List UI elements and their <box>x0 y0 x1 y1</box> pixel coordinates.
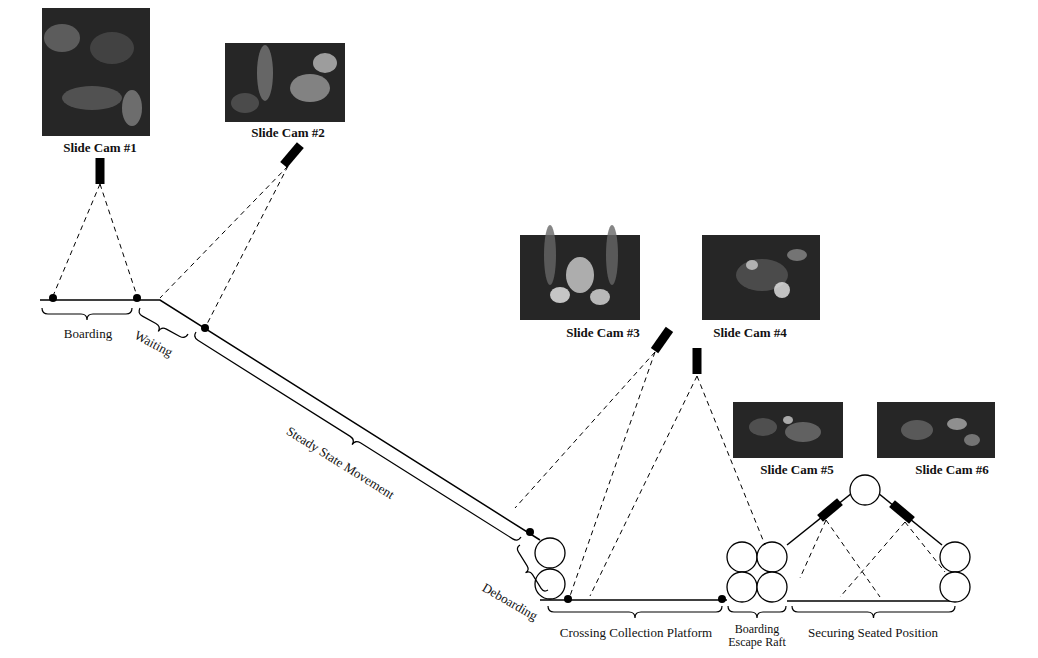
photo-detail <box>590 289 610 305</box>
photo-frame <box>225 43 345 122</box>
sight-line <box>570 352 655 596</box>
position-dot <box>49 294 57 302</box>
sight-line <box>100 184 137 296</box>
camera-symbol <box>693 348 702 374</box>
phase-label: Crossing Collection Platform <box>560 626 712 640</box>
raft-floor-line <box>787 600 955 602</box>
phase-bracket <box>792 606 955 618</box>
sight-line <box>840 522 905 597</box>
tube-circle <box>940 542 970 572</box>
tube-circle <box>850 475 880 505</box>
phase-bracket <box>42 308 132 320</box>
photo-detail <box>964 434 980 446</box>
tube-circle <box>940 572 970 602</box>
photo-frame <box>42 8 150 136</box>
camera-label: Slide Cam #2 <box>251 126 325 140</box>
photo-detail <box>550 287 570 303</box>
slide-line <box>40 300 540 540</box>
photo-detail <box>44 24 80 52</box>
camera-symbol <box>651 327 673 353</box>
sight-line <box>800 520 826 578</box>
camera-photo <box>877 402 995 458</box>
position-dot <box>526 528 534 536</box>
camera-photo <box>42 8 150 136</box>
photo-detail <box>774 282 790 298</box>
camera-label: Slide Cam #6 <box>915 463 989 477</box>
camera-photo <box>520 225 640 320</box>
phase-label: Boarding Escape Raft <box>724 623 790 649</box>
camera-photos <box>42 8 995 458</box>
tube-circle <box>727 542 757 572</box>
phase-bracket <box>728 606 786 618</box>
camera-symbol <box>889 500 915 524</box>
camera-photo <box>702 235 820 320</box>
photo-detail <box>785 422 821 442</box>
sight-line <box>207 166 288 324</box>
camera-label: Slide Cam #4 <box>713 326 787 340</box>
camera-label: Slide Cam #1 <box>63 141 137 155</box>
tube-circle <box>535 538 565 568</box>
photo-detail <box>566 257 594 293</box>
photo-frame <box>702 235 820 320</box>
phase-label: Waiting <box>132 328 175 360</box>
camera-symbol <box>817 498 843 522</box>
sight-line <box>53 184 100 296</box>
raft-side-line <box>787 493 852 545</box>
camera-label: Slide Cam #3 <box>566 326 640 340</box>
photo-detail <box>901 420 933 440</box>
photo-detail <box>947 418 967 430</box>
position-dot <box>201 324 209 332</box>
position-dot <box>133 294 141 302</box>
camera-group <box>53 142 945 597</box>
tube-circle <box>727 572 757 602</box>
photo-detail <box>787 249 807 261</box>
photo-detail <box>749 418 777 436</box>
phase-label: Boarding <box>64 327 112 341</box>
position-dot <box>564 595 572 603</box>
raft-side-line <box>878 493 942 545</box>
camera-symbol <box>96 158 105 184</box>
camera-photo <box>733 402 843 458</box>
photo-detail <box>544 225 556 285</box>
phase-label: Steady State Movement <box>284 424 397 502</box>
phase-bracket <box>190 332 521 547</box>
photo-frame <box>520 235 640 320</box>
phase-bracket <box>512 545 548 595</box>
phase-label: Securing Seated Position <box>808 626 938 640</box>
camera-symbol <box>280 142 304 168</box>
photo-detail <box>290 74 330 102</box>
photo-detail <box>62 86 122 110</box>
sight-line <box>697 376 765 545</box>
photo-detail <box>746 260 758 270</box>
tube-circle <box>757 572 787 602</box>
camera-photo <box>225 43 345 122</box>
photo-frame <box>877 402 995 458</box>
photo-detail <box>313 53 337 73</box>
phase-label: Deboarding <box>480 580 540 623</box>
photo-detail <box>231 93 259 113</box>
photo-frame <box>733 402 843 458</box>
position-dot <box>718 595 726 603</box>
slide-track <box>40 300 970 602</box>
photo-detail <box>606 225 618 285</box>
sight-line <box>590 376 697 596</box>
photo-detail <box>783 416 793 424</box>
sight-line <box>905 522 945 572</box>
phase-bracket <box>548 606 722 618</box>
sight-line <box>826 520 880 597</box>
tube-circle <box>757 542 787 572</box>
tube-circle <box>535 569 565 599</box>
photo-detail <box>90 32 134 64</box>
camera-label: Slide Cam #5 <box>760 463 834 477</box>
photo-detail <box>122 90 142 126</box>
photo-detail <box>257 45 273 101</box>
sight-line <box>515 352 655 508</box>
sight-line <box>160 166 288 298</box>
